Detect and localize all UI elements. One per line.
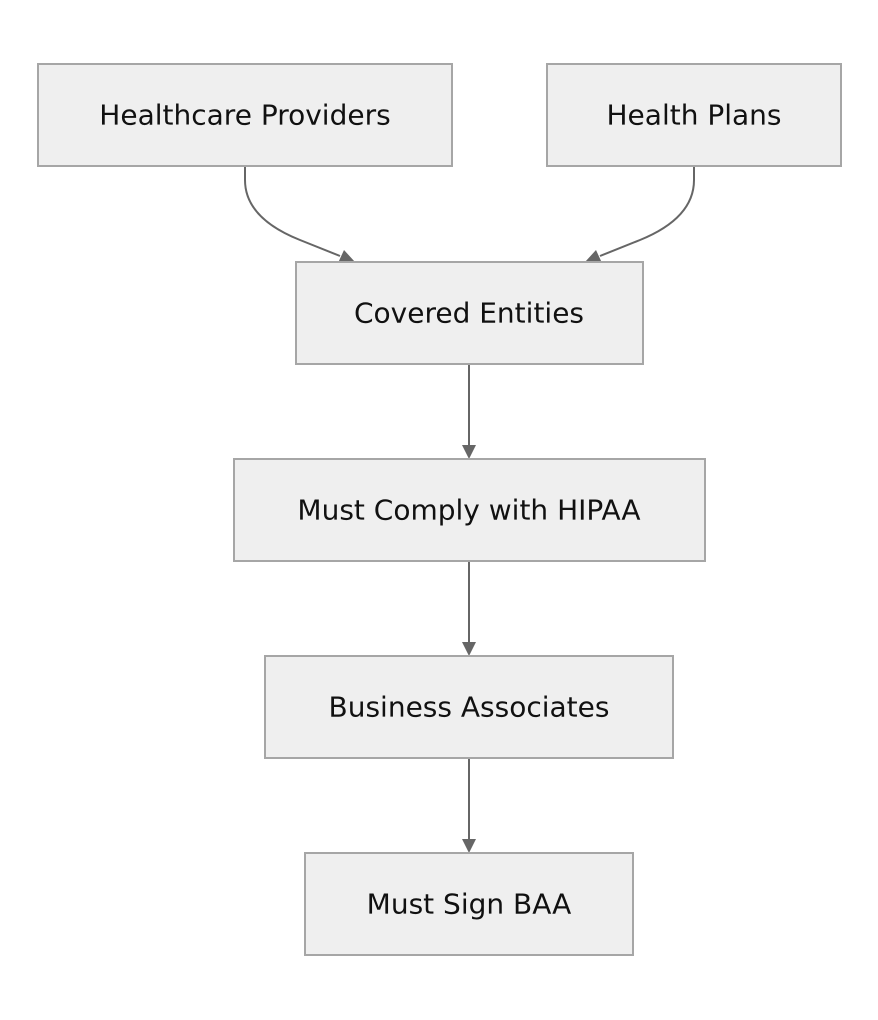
node-must-sign-baa: Must Sign BAA [304,852,634,956]
edge-must-comply-to-business-associates [462,561,476,656]
node-covered-entities: Covered Entities [295,261,644,365]
node-box [304,852,634,956]
arrow-head [585,250,602,263]
node-box [295,261,644,365]
arrow-head [462,642,476,656]
edge-health-plans-to-covered-entities [585,166,695,263]
node-label: Covered Entities [354,297,584,330]
node-box [37,63,453,167]
arrow-head [462,839,476,853]
node-box [546,63,842,167]
node-label: Must Comply with HIPAA [297,494,640,527]
edge-line [599,166,695,257]
arrow-head [338,250,355,263]
edge-line [244,166,341,257]
node-label: Must Sign BAA [367,888,572,921]
node-healthcare-providers: Healthcare Providers [37,63,453,167]
edge-business-associates-to-must-sign-baa [462,759,476,853]
edge-covered-entities-to-must-comply [462,364,476,459]
node-must-comply-with-hipaa: Must Comply with HIPAA [233,458,706,562]
edge-healthcare-providers-to-covered-entities [244,166,355,263]
node-label: Health Plans [607,99,782,132]
node-box [264,655,674,759]
arrow-head [462,445,476,459]
edges [244,166,695,853]
node-health-plans: Health Plans [546,63,842,167]
node-label: Healthcare Providers [99,99,390,132]
node-box [233,458,706,562]
node-label: Business Associates [329,691,610,724]
node-business-associates: Business Associates [264,655,674,759]
